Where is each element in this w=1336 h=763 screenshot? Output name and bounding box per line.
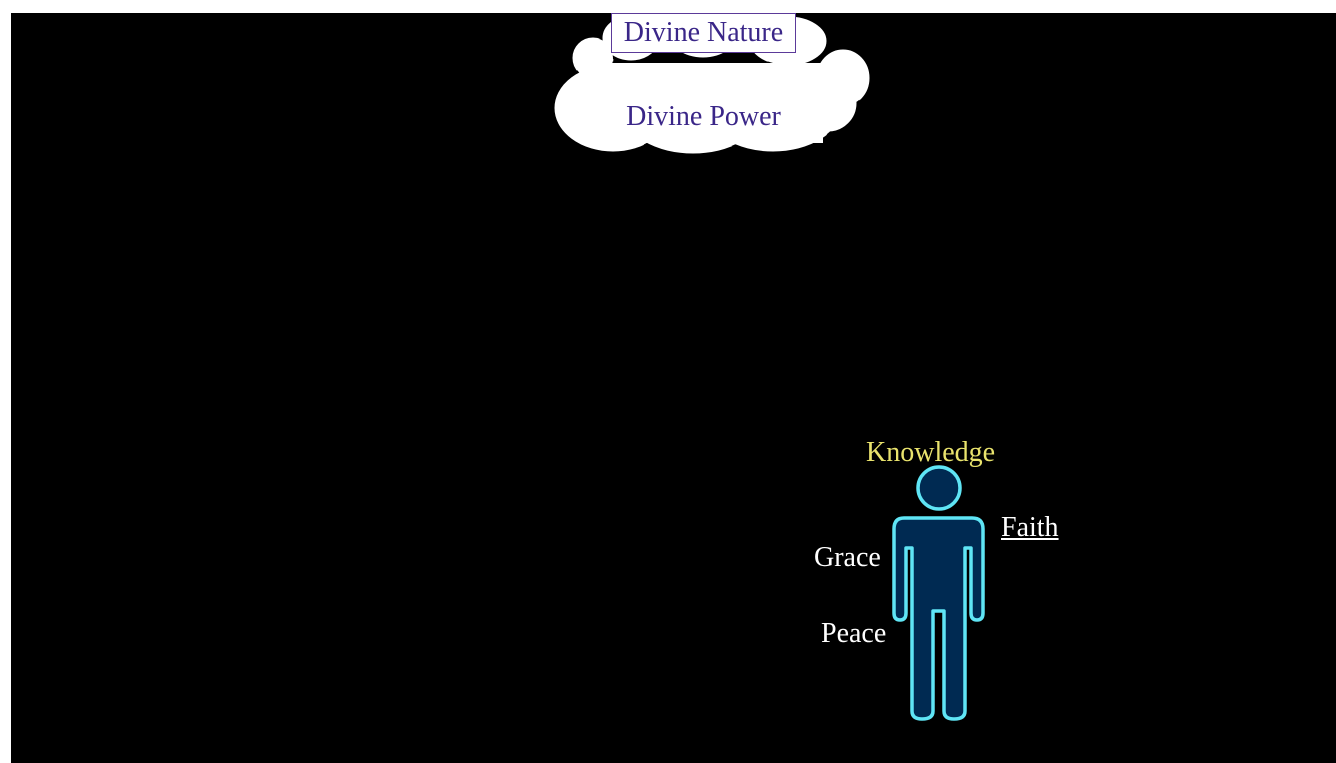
slide-canvas: Divine Nature Divine Power Knowledge Fai… xyxy=(11,13,1336,763)
faith-link[interactable]: Faith xyxy=(1001,512,1059,543)
grace-label: Grace xyxy=(814,542,881,573)
peace-label: Peace xyxy=(821,618,887,649)
divine-nature-label[interactable]: Divine Nature xyxy=(611,13,796,53)
divine-power-label: Divine Power xyxy=(626,101,781,132)
cloud-shape xyxy=(551,13,873,157)
knowledge-label: Knowledge xyxy=(866,437,996,468)
person-icon xyxy=(892,465,985,721)
